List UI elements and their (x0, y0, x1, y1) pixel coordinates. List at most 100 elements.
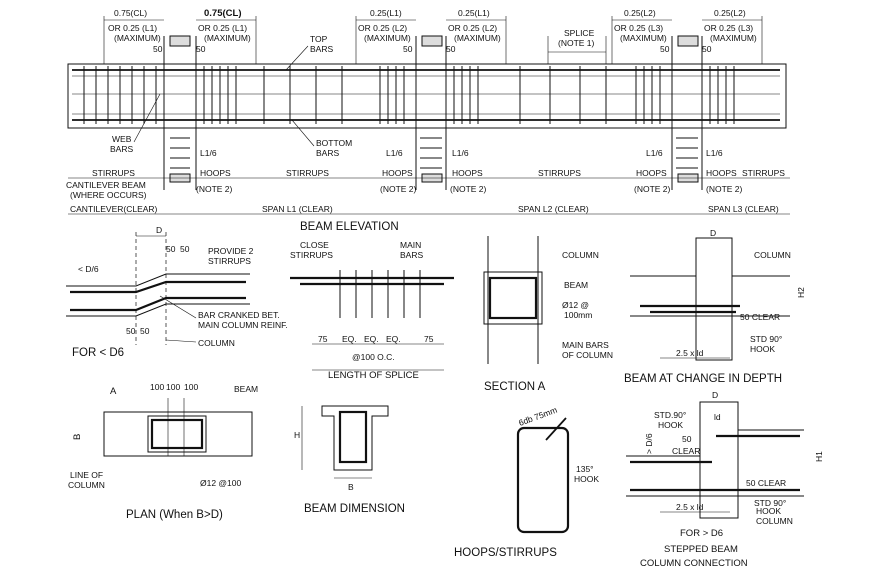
l16-1: L1/6 (200, 148, 217, 158)
splice-dim-5: 75 (424, 334, 434, 344)
stirrups-label-1: STIRRUPS (92, 168, 135, 178)
stepped-fifty: 50 (682, 434, 692, 444)
depth-clear: 50 CLEAR (740, 312, 780, 322)
fifty-4: 50 (446, 44, 456, 54)
stepped-title2: COLUMN CONNECTION (640, 558, 748, 569)
detail-hoops: 6db 75mm 135° HOOK HOOPS/STIRRUPS (454, 405, 599, 559)
hoops-hook2: HOOK (574, 474, 599, 484)
depth-d: D (710, 228, 716, 238)
or-label-5: OR 0.25 (L3) (614, 23, 663, 33)
dimension-title: BEAM DIMENSION (304, 503, 405, 515)
plan-beam: BEAM (234, 384, 258, 394)
top-label-3: 0.25(L1) (370, 8, 402, 18)
fifty-1: 50 (153, 44, 163, 54)
web-bars-label-2: BARS (110, 144, 133, 154)
stepped-std2: STD 90° (754, 498, 786, 508)
hoops-dim: 6db 75mm (517, 405, 558, 428)
depth-h2: H2 (796, 287, 806, 298)
plan-dim-3: 100 (184, 382, 198, 392)
hoops-title: HOOPS/STIRRUPS (454, 547, 557, 559)
stepped-std: STD.90° (654, 410, 686, 420)
note2-5: (NOTE 2) (706, 184, 743, 194)
or-label-6: OR 0.25 (L3) (704, 23, 753, 33)
d6less-cranked2: MAIN COLUMN REINF. (198, 320, 288, 330)
depth-column: COLUMN (754, 250, 791, 260)
span-l2-label: SPAN L2 (CLEAR) (518, 204, 589, 214)
depth-hook: HOOK (750, 344, 775, 354)
column-3-top (677, 35, 699, 47)
stirrups-label-2: STIRRUPS (286, 168, 329, 178)
section-column: COLUMN (562, 250, 599, 260)
max-label-6: (MAXIMUM) (710, 33, 757, 43)
d6less-fifty-a: 50 (166, 244, 176, 254)
stepped-clear: CLEAR (672, 446, 700, 456)
column-1-top (169, 35, 191, 47)
stepped-title: STEPPED BEAM (664, 544, 738, 555)
splice-dim-2: EQ. (342, 334, 357, 344)
detail-plan: A 100 100 100 BEAM B LINE OF COLUMN Ø12 … (68, 382, 258, 521)
section-ties: Ø12 @ (562, 300, 589, 310)
splice-main: MAIN (400, 240, 421, 250)
or-label-3: OR 0.25 (L2) (358, 23, 407, 33)
or-label-1: OR 0.25 (L1) (108, 23, 157, 33)
column-2-top (421, 35, 443, 47)
span-l1-label: SPAN L1 (CLEAR) (262, 204, 333, 214)
stepped-sub: FOR > D6 (680, 528, 723, 539)
d6less-cranked: BAR CRANKED BET. (198, 310, 280, 320)
detail-change-depth: D COLUMN H2 50 CLEAR STD 90° HOOK 2.5 x … (624, 228, 806, 385)
detail-stepped-beam: D STD.90° HOOK ld > D/6 50 CLEAR H1 50 C… (626, 390, 824, 569)
section-main: MAIN BARS (562, 340, 609, 350)
note1-label: (NOTE 1) (558, 38, 595, 48)
beam-outline (67, 63, 787, 129)
stepped-h1: H1 (814, 451, 824, 462)
splice-dim-3: EQ. (364, 334, 379, 344)
stepped-hook2: HOOK (756, 506, 781, 516)
plan-title: PLAN (When B>D) (126, 509, 223, 521)
fifty-5: 50 (660, 44, 670, 54)
top-label-5: 0.25(L2) (624, 8, 656, 18)
stepped-column: COLUMN (756, 516, 793, 526)
hoops-label-3: HOOPS (452, 168, 483, 178)
stepped-d: D (712, 390, 718, 400)
detail-d6-less: D < D/6 50 50 PROVIDE 2 STIRRUPS BAR CRA… (66, 225, 288, 359)
max-label-2: (MAXIMUM) (204, 33, 251, 43)
top-bars-label: TOP (310, 34, 328, 44)
d6less-fifty-c: 50 (126, 326, 136, 336)
section-title: SECTION A (484, 381, 546, 393)
max-label-3: (MAXIMUM) (364, 33, 411, 43)
depth-std: STD 90° (750, 334, 782, 344)
plan-a: A (110, 386, 117, 397)
plan-b: B (72, 434, 83, 440)
hoops-hook: 135° (576, 464, 594, 474)
splice-close2: STIRRUPS (290, 250, 333, 260)
top-dims (103, 16, 763, 64)
max-label-4: (MAXIMUM) (454, 33, 501, 43)
hoops-label-1: HOOPS (200, 168, 231, 178)
column-3 (671, 36, 703, 190)
note2-2: (NOTE 2) (380, 184, 417, 194)
splice-oc: @100 O.C. (352, 352, 395, 362)
d6less-column: COLUMN (198, 338, 235, 348)
bottom-bars-label-2: BARS (316, 148, 339, 158)
column-1 (163, 36, 197, 190)
fifty-2: 50 (196, 44, 206, 54)
splice-dim-4: EQ. (386, 334, 401, 344)
stirrups-label-3: STIRRUPS (538, 168, 581, 178)
beam-elevation: 0.75(CL) 0.75(CL) 0.25(L1) 0.25(L1) 0.25… (66, 8, 790, 233)
stirrups-label-4: STIRRUPS (742, 168, 785, 178)
hoops-label-2: HOOPS (382, 168, 413, 178)
section-ties2: 100mm (564, 310, 592, 320)
detail-splice: CLOSE STIRRUPS MAIN BARS 75 EQ. EQ. EQ. … (290, 240, 454, 381)
or-label-4: OR 0.25 (L2) (448, 23, 497, 33)
max-label-5: (MAXIMUM) (620, 33, 667, 43)
top-label-6: 0.25(L2) (714, 8, 746, 18)
plan-dim-1: 100 (150, 382, 164, 392)
stepped-d6: > D/6 (644, 433, 654, 454)
d6less-fifty-b: 50 (180, 244, 190, 254)
fifty-3: 50 (403, 44, 413, 54)
top-bars-label-2: BARS (310, 44, 333, 54)
top-label-2: 0.75(CL) (204, 8, 241, 19)
stepped-hook: HOOK (658, 420, 683, 430)
note2-1: (NOTE 2) (196, 184, 233, 194)
